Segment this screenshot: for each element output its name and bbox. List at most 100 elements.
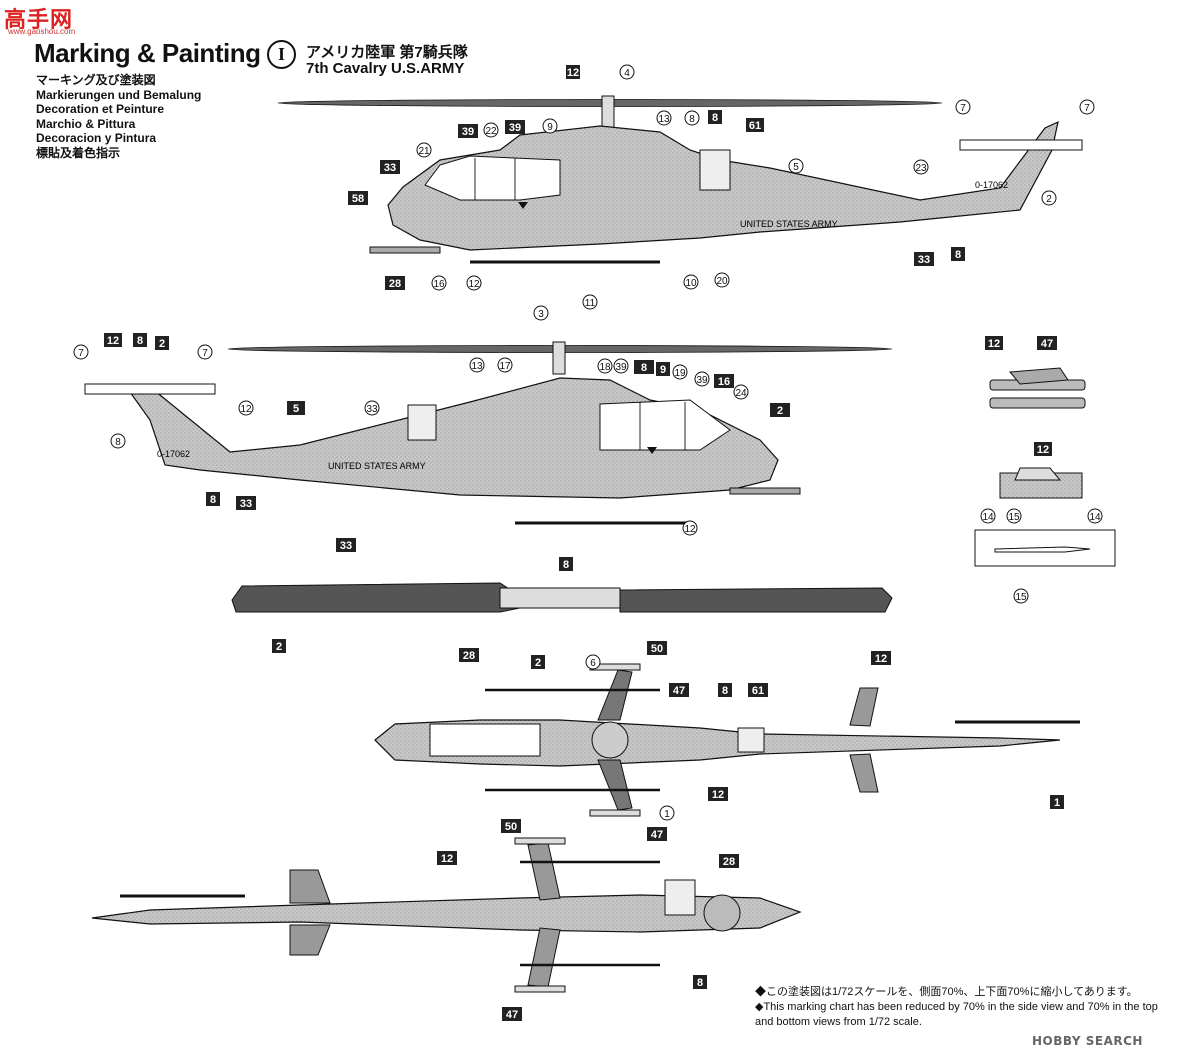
svg-text:3: 3	[538, 309, 544, 320]
callout-box	[559, 557, 573, 571]
svg-text:13: 13	[658, 114, 670, 125]
svg-text:23: 23	[915, 163, 927, 174]
callout-circle	[197, 344, 213, 360]
callout-box	[770, 403, 790, 417]
insignia-triangle	[518, 202, 528, 209]
callout-circle	[733, 384, 749, 400]
callout-circle	[1006, 508, 1022, 524]
callout-box	[647, 827, 667, 841]
svg-text:12: 12	[441, 853, 453, 865]
svg-text:61: 61	[752, 685, 764, 697]
gun-barrel-2	[729, 487, 801, 495]
callout-circle	[431, 275, 447, 291]
callout-box	[133, 333, 147, 347]
callout-box	[871, 651, 891, 665]
svg-text:18: 18	[599, 362, 611, 373]
callout-circle	[683, 274, 699, 290]
callout-box	[1034, 442, 1052, 456]
svg-text:61: 61	[749, 120, 761, 132]
svg-text:7: 7	[1084, 103, 1090, 114]
svg-text:5: 5	[793, 162, 799, 173]
svg-text:14: 14	[982, 512, 994, 523]
svg-text:8: 8	[115, 437, 121, 448]
svg-text:33: 33	[240, 498, 252, 510]
svg-text:8: 8	[689, 114, 695, 125]
serial-right: 0-17062	[157, 449, 190, 459]
svg-text:28: 28	[389, 278, 401, 290]
callout-circle	[980, 508, 996, 524]
svg-text:58: 58	[352, 193, 364, 205]
callout-circle	[497, 357, 513, 373]
svg-text:1: 1	[664, 809, 670, 820]
scheme-number-badge: I	[267, 40, 296, 69]
callout-box	[437, 851, 457, 865]
svg-text:47: 47	[1041, 338, 1053, 350]
fuselage-text-left: UNITED STATES ARMY	[740, 219, 838, 229]
callout-box	[656, 362, 670, 376]
callout-box	[459, 648, 479, 662]
svg-text:2: 2	[276, 641, 282, 653]
subtitle-jp: マーキング及び塗装図	[36, 73, 156, 87]
svg-text:12: 12	[567, 67, 579, 79]
callout-box	[634, 360, 654, 374]
callout-box	[647, 641, 667, 655]
serial-left: 0-17062	[975, 180, 1008, 190]
svg-text:24: 24	[735, 388, 747, 399]
callout-box	[206, 492, 220, 506]
canopy	[424, 155, 561, 201]
svg-text:33: 33	[366, 404, 378, 415]
bottom-view	[91, 837, 802, 993]
callout-box	[385, 276, 405, 290]
callout-circle	[955, 99, 971, 115]
callout-box	[708, 787, 728, 801]
callout-circle	[613, 358, 629, 374]
subtitle-list: マーキング及び塗装図 Markierungen und Bemalung Dec…	[36, 73, 201, 161]
svg-text:39: 39	[509, 122, 521, 134]
callout-box	[287, 401, 305, 415]
parts-detail	[974, 367, 1116, 567]
callout-circle	[684, 110, 700, 126]
callout-box	[505, 120, 525, 134]
svg-text:7: 7	[960, 103, 966, 114]
bottom-fuselage	[91, 894, 802, 933]
fuselage-text-right: UNITED STATES ARMY	[328, 461, 426, 471]
exhaust-right	[407, 404, 437, 441]
svg-text:12: 12	[1037, 444, 1049, 456]
callout-circle	[585, 654, 601, 670]
svg-text:12: 12	[988, 338, 1000, 350]
subtitle-cn: 標貼及着色指示	[36, 145, 121, 160]
svg-text:13: 13	[471, 361, 483, 372]
callout-box	[708, 110, 722, 124]
callout-box	[669, 683, 689, 697]
side-view-right: UNITED STATES ARMY 0-17062	[84, 341, 893, 525]
svg-text:11: 11	[585, 298, 596, 309]
svg-text:2: 2	[777, 405, 783, 417]
callout-box	[718, 683, 732, 697]
page-title: Marking & Painting	[34, 38, 261, 68]
svg-text:12: 12	[684, 524, 696, 535]
svg-text:7: 7	[78, 348, 84, 359]
callout-box	[531, 655, 545, 669]
callout-circle	[1079, 99, 1095, 115]
callout-box	[348, 191, 368, 205]
scale-notes: ◆この塗装図は1/72スケールを、側面70%、上下面70%に縮小してあります。 …	[755, 985, 1175, 1030]
svg-text:19: 19	[674, 368, 686, 379]
top-view	[374, 663, 1080, 817]
svg-text:12: 12	[712, 789, 724, 801]
svg-text:8: 8	[697, 977, 703, 989]
callout-circle	[694, 371, 710, 387]
svg-text:8: 8	[722, 685, 728, 697]
callout-circle	[466, 275, 482, 291]
svg-text:6: 6	[590, 658, 596, 669]
callout-box	[914, 252, 934, 266]
svg-text:16: 16	[433, 279, 445, 290]
watermark-hobbysearch: HOBBY SEARCH	[1032, 1034, 1143, 1048]
svg-text:28: 28	[463, 650, 475, 662]
svg-text:7: 7	[202, 348, 208, 359]
svg-text:9: 9	[660, 364, 666, 376]
callout-circle	[73, 344, 89, 360]
callout-box	[693, 975, 707, 989]
svg-text:1: 1	[1054, 797, 1060, 809]
callout-circle	[913, 159, 929, 175]
subtitle-es: Decoracion y Pintura	[36, 131, 157, 146]
